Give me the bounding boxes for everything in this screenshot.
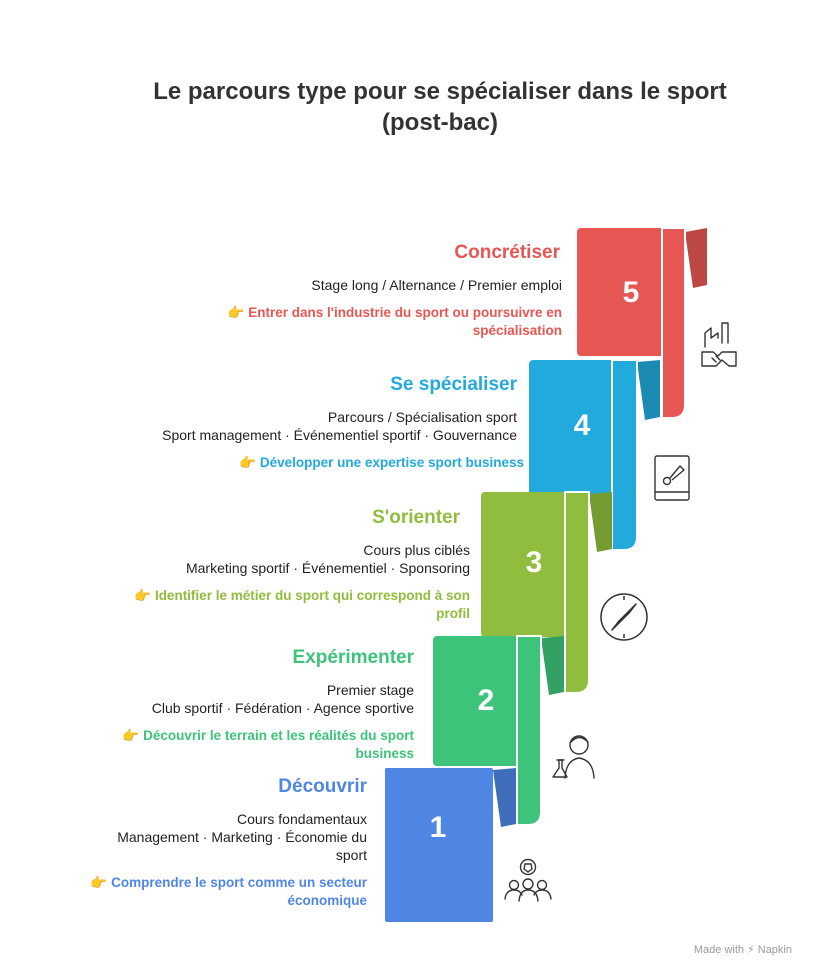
step-2-text: Expérimenter Premier stage Club sportif … [0,647,414,763]
step-4-text: Se spécialiser Parcours / Spécialisation… [77,374,524,472]
pointing-hand-icon: 👉 [227,305,245,320]
pointing-hand-icon: 👉 [90,875,108,890]
step-1-line: Management · Marketing · Économie du [117,829,367,845]
step-2-number: 2 [478,684,495,717]
step-2-banner: 2 [433,635,564,826]
step-2-panel [433,636,541,766]
step-3-tip-line: profil [436,606,470,621]
step-5-description: Stage long / Alternance / Premier emploi [142,276,562,294]
step-1-description: Cours fondamentaux Management · Marketin… [27,810,367,864]
watermark-brand: Napkin [757,944,792,956]
step-1-fold [493,768,516,827]
step-1-heading: Découvrir [278,776,367,797]
step-1-number: 1 [430,811,447,844]
pointing-hand-icon: 👉 [239,455,256,470]
title-line-2: (post-bac) [382,109,498,136]
step-2-heading: Expérimenter [292,647,414,668]
step-3-tail [564,491,590,694]
step-1-tip-line: économique [287,893,367,908]
scientist-icon [552,735,595,779]
napkin-logo-icon: ⚡ [747,944,755,956]
people-ball-icon [504,858,552,902]
step-1-panel [385,768,493,922]
step-5-fold [685,228,707,288]
step-5-tail [661,227,686,419]
step-2-fold [541,636,564,695]
step-1-line: Cours fondamentaux [237,811,367,827]
step-1-text: Découvrir Cours fondamentaux Management … [27,776,367,910]
step-5-number: 5 [623,276,640,309]
step-5-panel [577,228,685,356]
step-3-line: Marketing sportif · Événementiel · Spons… [185,560,470,576]
step-4-tip: 👉Développer une expertise sport business [77,454,524,472]
handshake-factory-icon [701,322,737,367]
step-4-tail [611,359,638,551]
step-2-line: Premier stage [326,682,414,698]
compass-icon [600,593,648,641]
step-3-description: Cours plus ciblés Marketing sportif · Év… [30,541,470,577]
step-4-number: 4 [574,409,591,442]
watermark-prefix: Made with [693,944,745,956]
step-2-line: Club sportif · Fédération · Agence sport… [151,700,414,716]
sport-book-icon [654,455,690,501]
step-5-tip-line: spécialisation [472,323,562,338]
step-2-tail [516,635,542,826]
step-1-tip: 👉Comprendre le sport comme un secteur éc… [27,874,367,910]
step-5-heading: Concrétiser [454,242,560,263]
step-2-tip-line: business [355,746,414,761]
step-3-panel [481,492,589,637]
step-3-text: S'orienter Cours plus ciblés Marketing s… [30,507,470,623]
step-5-line: Stage long / Alternance / Premier emploi [311,277,562,293]
pointing-hand-icon: 👉 [122,728,140,743]
step-5-tip: 👉Entrer dans l'industrie du sport ou pou… [142,304,562,340]
step-2-tip-line: Découvrir le terrain et les réalités du … [143,728,414,743]
pointing-hand-icon: 👉 [134,588,151,603]
page-title: Le parcours type pour se spécialiser dan… [100,76,780,138]
step-5-tip-line: Entrer dans l'industrie du sport ou pour… [248,305,562,320]
step-4-panel [529,360,637,495]
step-3-fold [589,492,612,552]
napkin-watermark: Made with⚡Napkin [694,943,792,956]
step-4-heading: Se spécialiser [390,374,517,395]
step-3-number: 3 [526,546,543,579]
step-5-banner: 5 [577,227,707,419]
step-4-tip-line: Développer une expertise sport business [259,455,524,470]
step-4-banner: 4 [529,359,660,551]
step-1-tip-line: Comprendre le sport comme un secteur [111,875,367,890]
step-4-line: Sport management · Événementiel sportif … [162,427,517,443]
step-4-line: Parcours / Spécialisation sport [327,409,517,425]
step-3-heading: S'orienter [372,507,460,528]
step-3-tip-line: Identifier le métier du sport qui corres… [154,588,470,603]
step-1-line: sport [335,847,367,863]
step-1-banner: 1 [385,768,516,922]
step-3-banner: 3 [481,491,612,694]
step-4-description: Parcours / Spécialisation sport Sport ma… [77,408,517,444]
step-3-tip: 👉Identifier le métier du sport qui corre… [30,587,470,623]
title-line-1: Le parcours type pour se spécialiser dan… [153,78,727,105]
step-2-description: Premier stage Club sportif · Fédération … [0,681,414,717]
step-4-fold [637,360,660,420]
step-3-line: Cours plus ciblés [363,542,470,558]
step-5-text: Concrétiser Stage long / Alternance / Pr… [142,242,562,340]
step-2-tip: 👉Découvrir le terrain et les réalités du… [0,727,414,763]
